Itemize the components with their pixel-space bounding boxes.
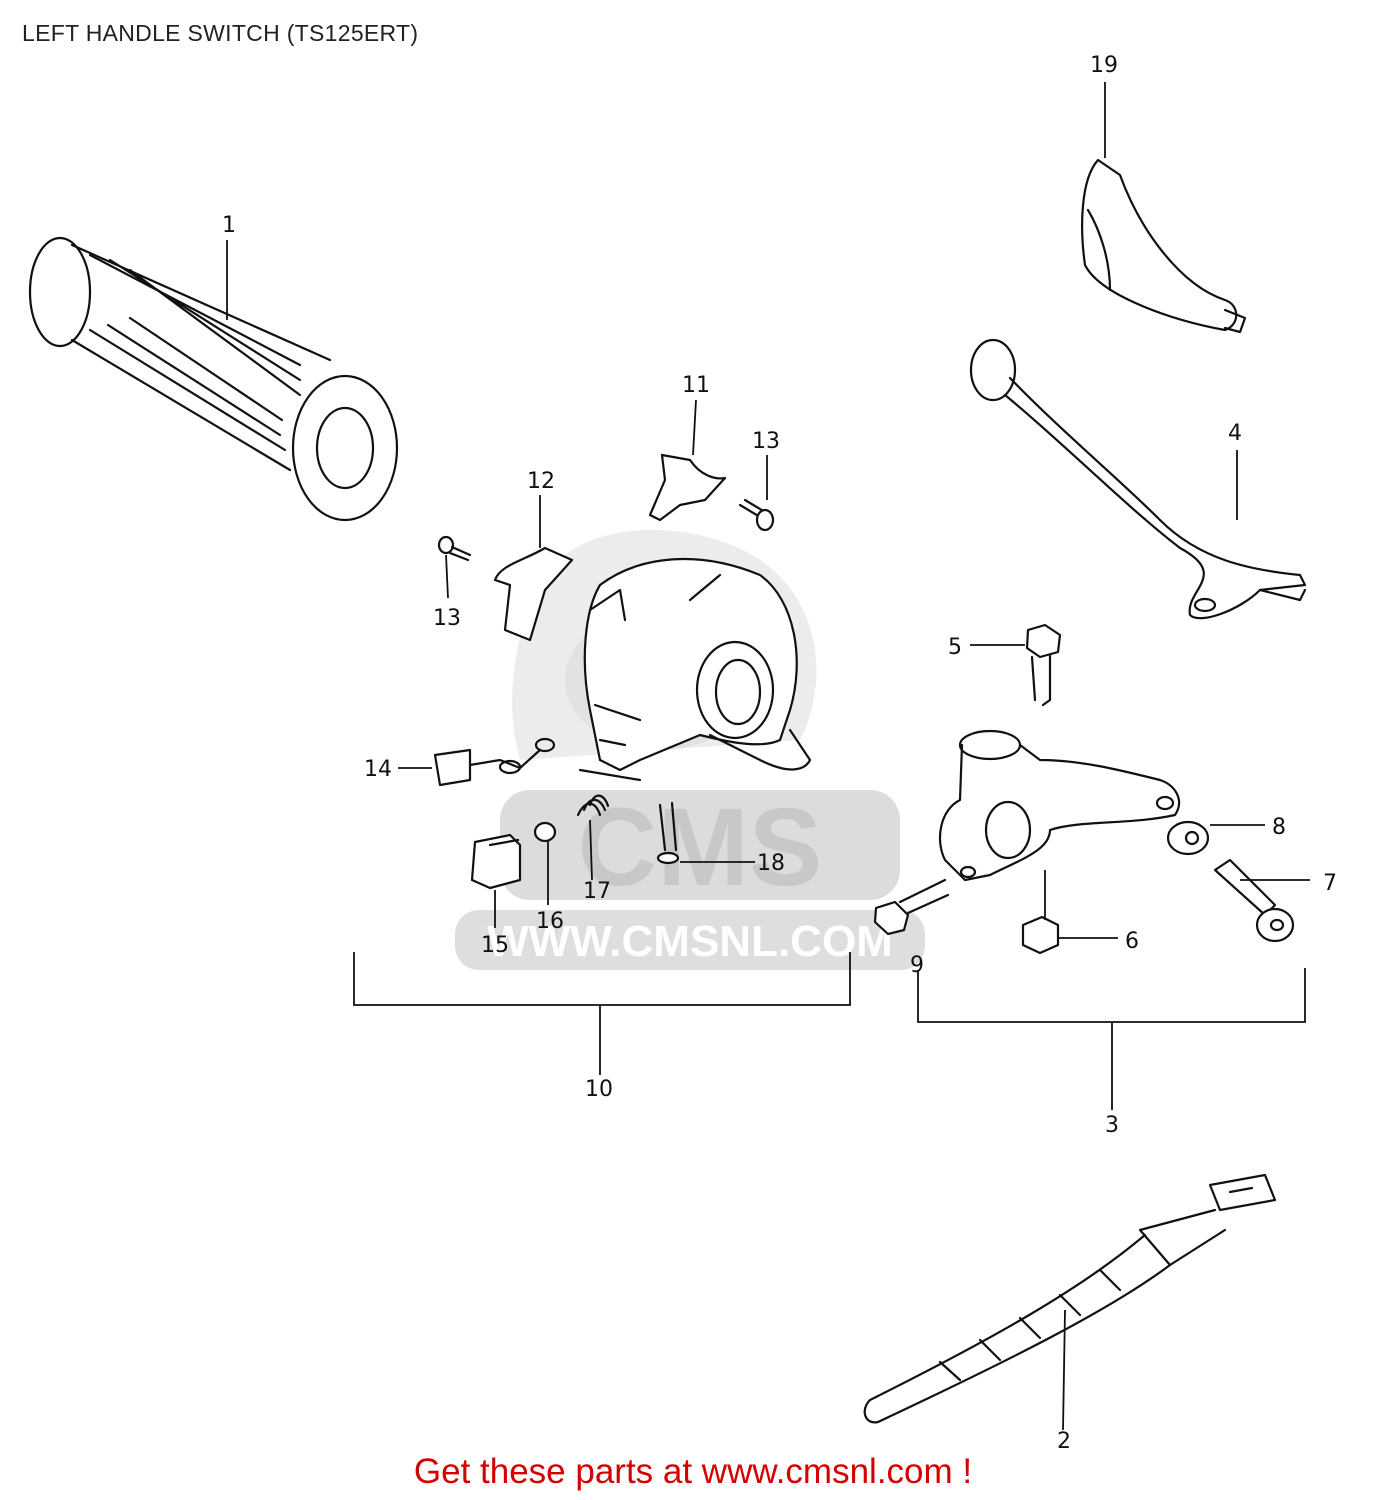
switch-housing-icon (578, 557, 812, 782)
watermark-logo-box (500, 790, 900, 900)
bracket-3 (917, 968, 1306, 1110)
callout-17: 17 (583, 879, 611, 904)
screw-icon (738, 498, 775, 532)
callout-12: 12 (527, 469, 555, 494)
callout-3: 3 (1105, 1113, 1119, 1138)
callout-8: 8 (1272, 815, 1286, 840)
callout-4: 4 (1228, 421, 1242, 446)
callout-10: 10 (585, 1077, 613, 1102)
cta-link[interactable]: Get these parts at www.cmsnl.com ! (413, 1452, 973, 1491)
callout-5: 5 (948, 635, 962, 660)
cap-icon (533, 821, 557, 843)
washer-icon (1166, 820, 1210, 856)
callout-11: 11 (682, 373, 710, 398)
screw-icon (656, 801, 680, 865)
screw-icon (437, 535, 472, 562)
callout-2: 2 (1057, 1429, 1071, 1454)
callout-9: 9 (910, 953, 924, 978)
watermark-logo: CMS (578, 786, 822, 909)
dust-cover-icon (1081, 158, 1247, 334)
watermark-url: WWW.CMSNL.COM (487, 917, 893, 966)
grip-icon (28, 236, 399, 522)
bolt-icon (873, 878, 950, 936)
watermark-url-box (455, 910, 925, 970)
lever-bracket-icon (938, 729, 1181, 882)
push-button-icon (470, 833, 522, 890)
adjuster-icon (1213, 858, 1295, 943)
bolt-icon (1025, 623, 1062, 707)
callout-6: 6 (1125, 929, 1139, 954)
page-title: LEFT HANDLE SWITCH (TS125ERT) (22, 20, 419, 46)
callouts: 1 19 4 11 13 12 13 14 15 16 17 18 5 8 7 … (222, 53, 1337, 1454)
nut-icon (1021, 915, 1060, 955)
clutch-lever-icon (969, 338, 1307, 620)
dimmer-knob-icon (493, 546, 574, 642)
callout-16: 16 (536, 909, 564, 934)
bracket-10 (353, 952, 851, 1075)
callout-18: 18 (757, 851, 785, 876)
callout-13-top: 13 (752, 429, 780, 454)
callout-14: 14 (364, 757, 392, 782)
callout-15: 15 (481, 933, 509, 958)
callout-7: 7 (1323, 871, 1337, 896)
callout-13-left: 13 (433, 606, 461, 631)
callout-19: 19 (1090, 53, 1118, 78)
cable-tie-icon (863, 1173, 1277, 1424)
callout-1: 1 (222, 213, 236, 238)
terminal-switch-icon (433, 737, 556, 787)
spring-icon (576, 794, 610, 817)
switch-knob-icon (648, 453, 727, 522)
leader-lines (226, 82, 1310, 1431)
